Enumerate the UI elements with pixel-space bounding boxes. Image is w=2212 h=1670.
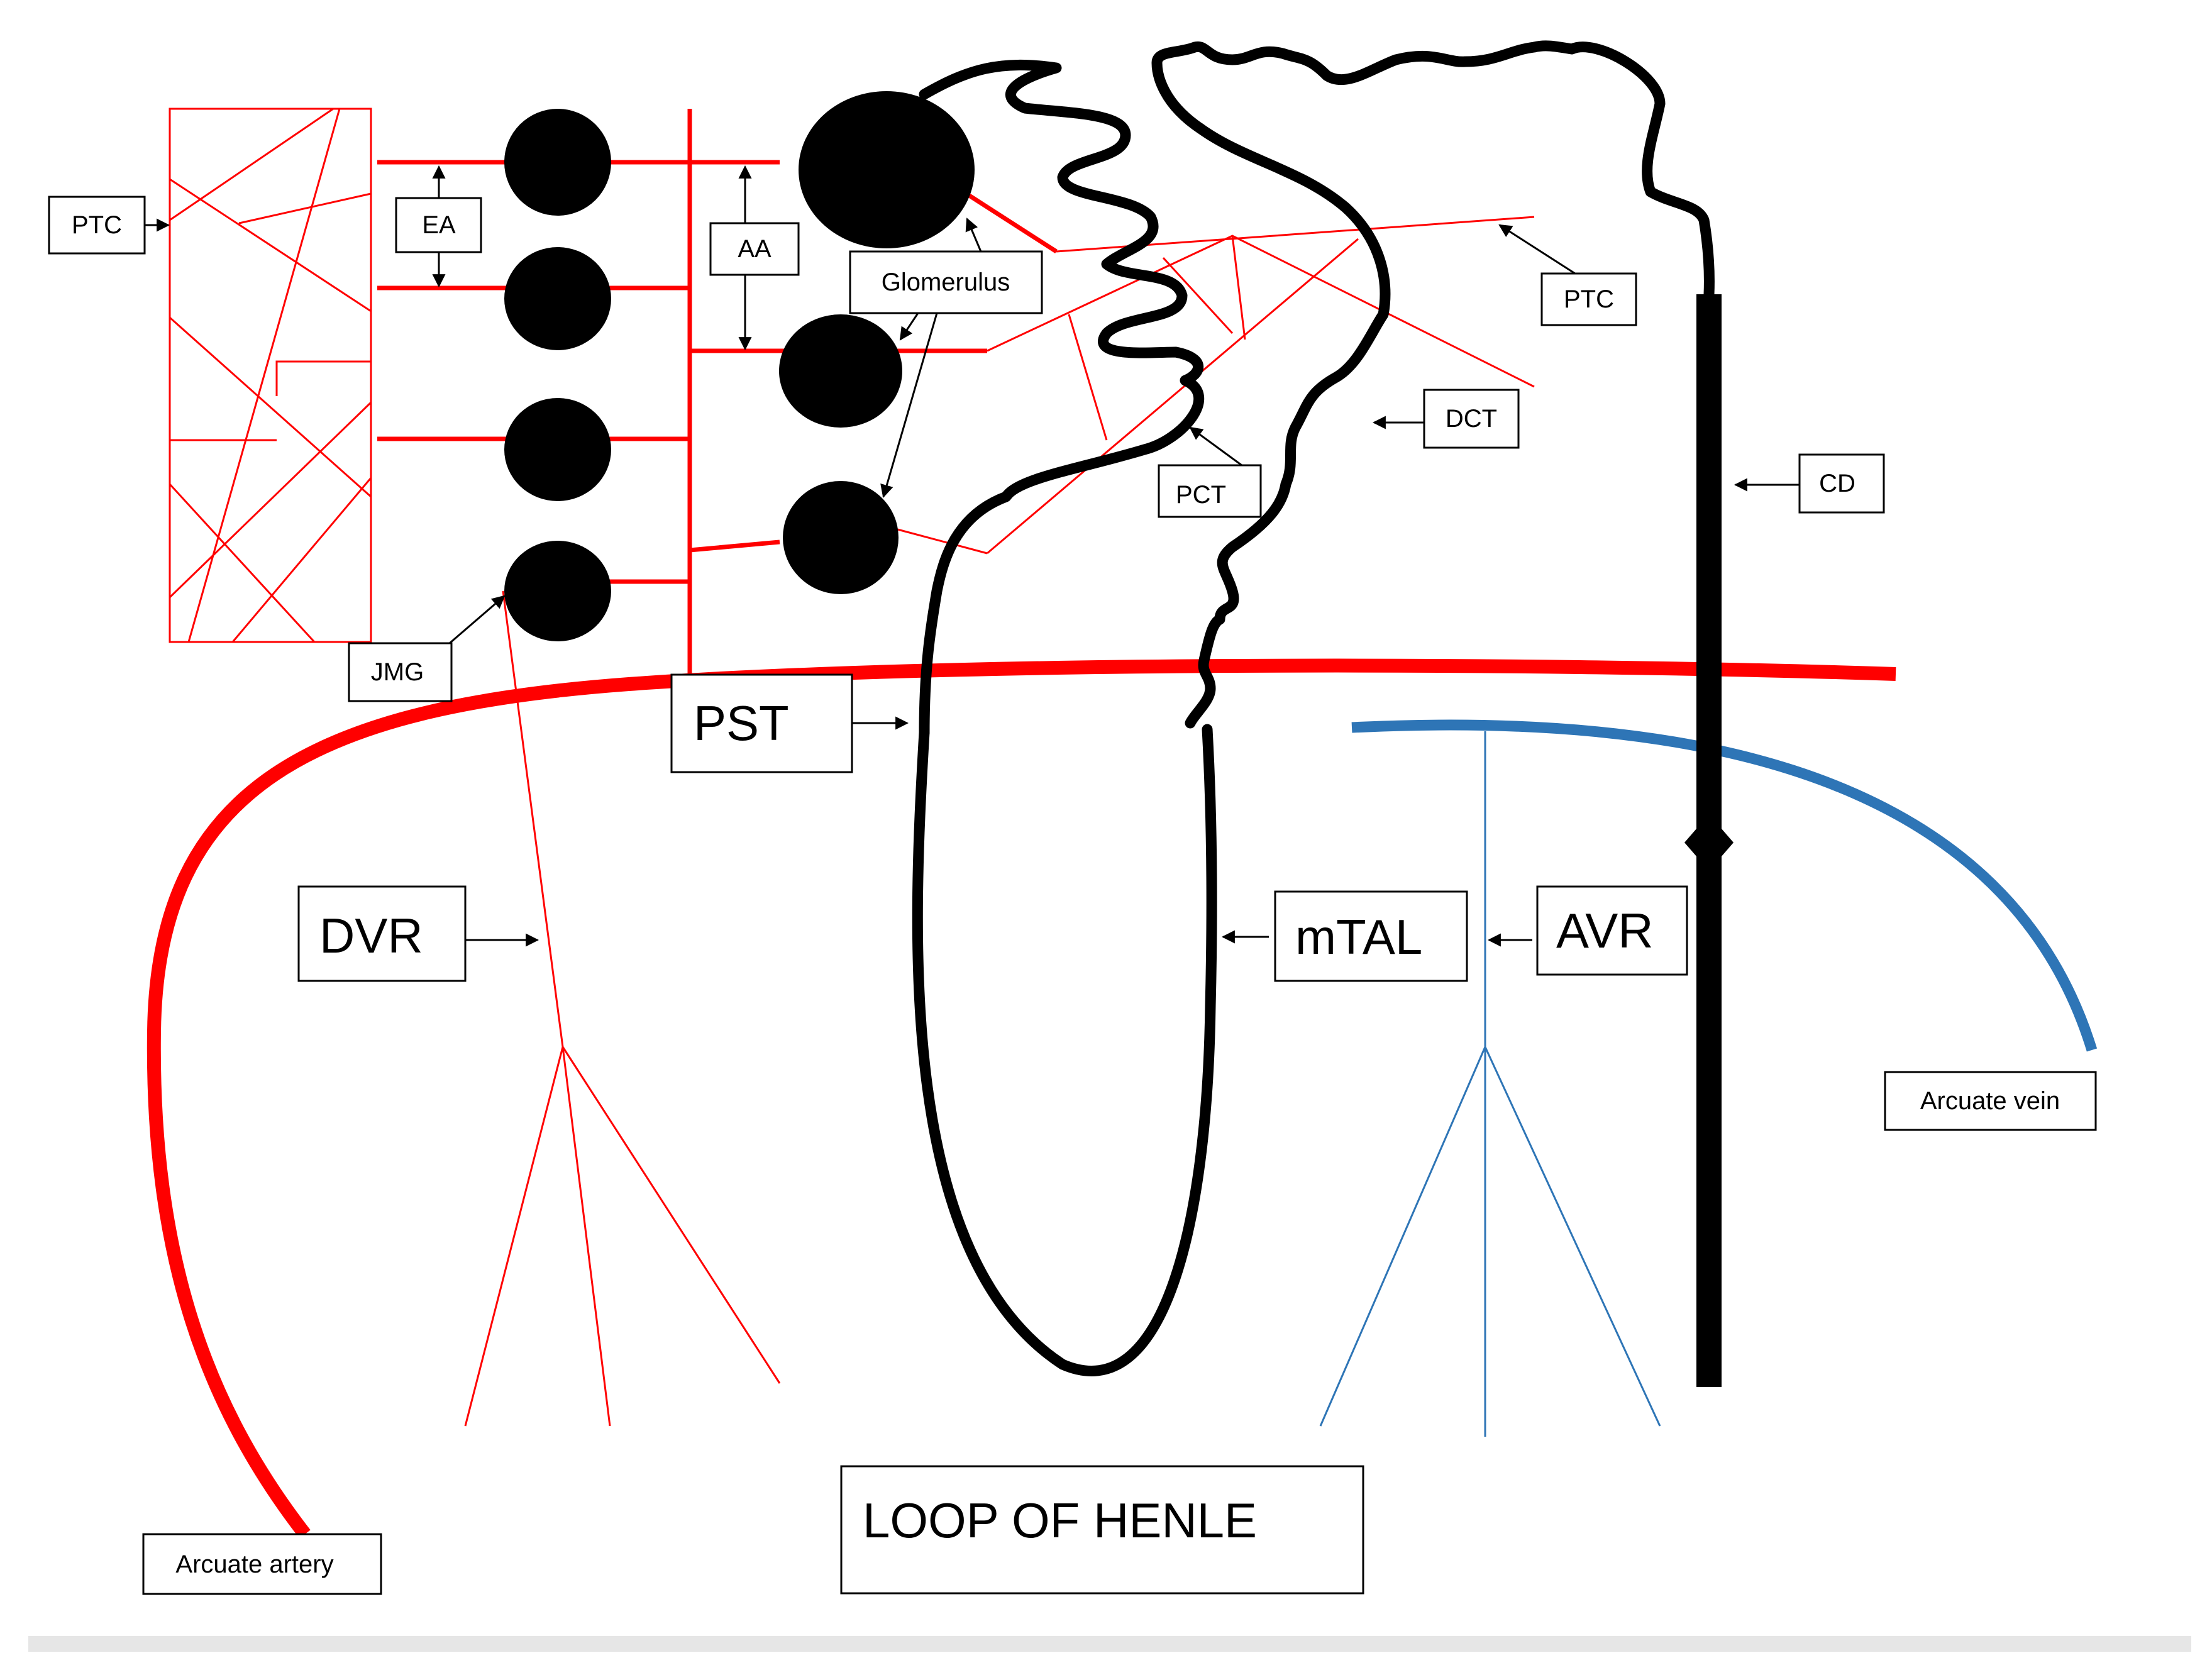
- svg-text:LOOP OF HENLE: LOOP OF HENLE: [863, 1493, 1257, 1548]
- svg-text:PTC: PTC: [1564, 285, 1614, 313]
- glomerulus: [504, 398, 611, 501]
- label-arcuate-vein: Arcuate vein: [1884, 1071, 2097, 1131]
- glomerulus: [504, 109, 611, 216]
- label-ptc-left: PTC: [48, 196, 170, 255]
- svg-text:PTC: PTC: [72, 211, 122, 239]
- svg-text:Arcuate artery: Arcuate artery: [175, 1551, 333, 1578]
- footer-bar: [28, 1636, 2191, 1652]
- glomerulus: [799, 91, 975, 248]
- svg-text:Glomerulus: Glomerulus: [882, 268, 1010, 296]
- arcuate-vein: [1351, 719, 2098, 1052]
- glomerulus: [504, 247, 611, 350]
- label-mtal: mTAL: [1221, 890, 1468, 982]
- label-dvr: DVR: [297, 885, 539, 982]
- svg-text:JMG: JMG: [371, 658, 424, 686]
- nephron-glomeruli: [779, 91, 975, 594]
- label-glomerulus: Glomerulus: [849, 218, 1043, 499]
- svg-text:EA: EA: [422, 211, 456, 239]
- distal-convoluted-tubule: [1151, 40, 1715, 729]
- arcuate-artery: [147, 658, 1896, 1539]
- label-arcuate-artery: Arcuate artery: [142, 1533, 382, 1595]
- label-aa: AA: [709, 165, 800, 351]
- svg-text:DCT: DCT: [1446, 405, 1497, 433]
- peritubular-capillary-network-left: [169, 108, 372, 643]
- svg-text:PCT: PCT: [1176, 481, 1226, 509]
- svg-text:mTAL: mTAL: [1295, 909, 1422, 965]
- label-avr: AVR: [1487, 885, 1688, 976]
- label-ptc-right: PTC: [1498, 224, 1637, 326]
- svg-text:DVR: DVR: [319, 908, 423, 963]
- svg-text:PST: PST: [694, 695, 789, 751]
- svg-text:AA: AA: [738, 235, 771, 263]
- label-pct: PCT: [1158, 426, 1262, 518]
- label-jmg: JMG: [348, 595, 506, 702]
- collecting-duct: [1684, 294, 1734, 1387]
- ascending-vasa-recta: [1319, 731, 1661, 1437]
- convoluted-tubule: [919, 60, 1205, 738]
- peritubular-capillary-network-right: [892, 193, 1535, 555]
- cortical-glomeruli: [504, 109, 611, 641]
- descending-vasa-recta: [464, 590, 781, 1427]
- loop-of-henle: [912, 724, 1217, 1376]
- svg-text:CD: CD: [1819, 470, 1855, 497]
- glomerulus: [779, 314, 902, 428]
- label-ea: EA: [395, 165, 482, 288]
- label-loop-of-henle: LOOP OF HENLE: [840, 1465, 1364, 1595]
- svg-text:Arcuate vein: Arcuate vein: [1920, 1087, 2060, 1115]
- label-cd: CD: [1734, 453, 1885, 514]
- efferent-arterioles: [377, 160, 509, 441]
- svg-text:AVR: AVR: [1556, 903, 1654, 958]
- glomerulus: [783, 481, 899, 594]
- label-dct: DCT: [1372, 389, 1520, 449]
- label-pst: PST: [670, 673, 909, 773]
- juxtamedullary-glomerulus: [504, 541, 611, 641]
